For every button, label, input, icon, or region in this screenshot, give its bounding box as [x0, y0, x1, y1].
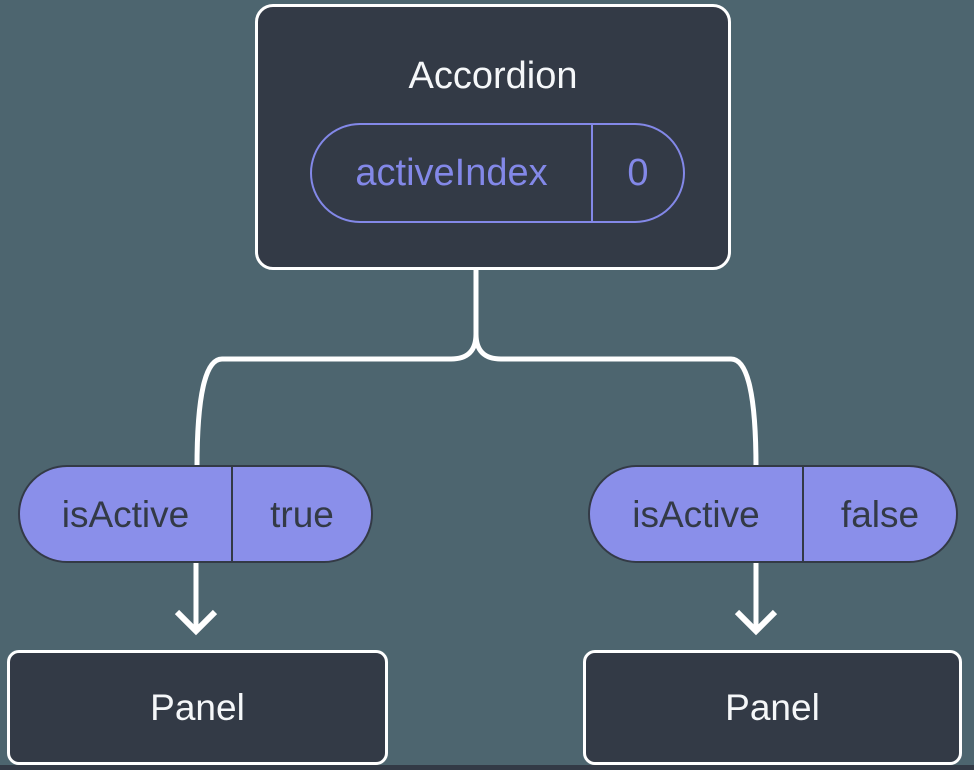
active-index-prop-name: activeIndex	[312, 125, 593, 221]
arrow-head-right-icon	[734, 609, 778, 636]
active-index-prop-pill: activeIndex 0	[310, 123, 685, 223]
branch-line-right	[473, 266, 759, 469]
panel-node-title: Panel	[725, 686, 820, 728]
is-active-prop-name: isActive	[20, 467, 233, 561]
is-active-prop-value: false	[840, 493, 920, 535]
cropped-element-edge	[0, 765, 974, 770]
branch-line-left	[194, 266, 479, 469]
panel-node-left: Panel	[7, 650, 388, 765]
is-active-pill-true: isActive true	[18, 465, 373, 563]
arrow-head-left-icon	[174, 609, 218, 636]
accordion-node-title: Accordion	[408, 55, 578, 97]
panel-node-title: Panel	[150, 686, 245, 728]
is-active-pill-false: isActive false	[588, 465, 958, 563]
accordion-node: Accordion activeIndex 0	[255, 4, 731, 270]
active-index-prop-value: 0	[627, 152, 649, 194]
panel-node-right: Panel	[583, 650, 962, 765]
is-active-prop-name: isActive	[590, 467, 804, 561]
is-active-prop-value: true	[270, 493, 334, 535]
